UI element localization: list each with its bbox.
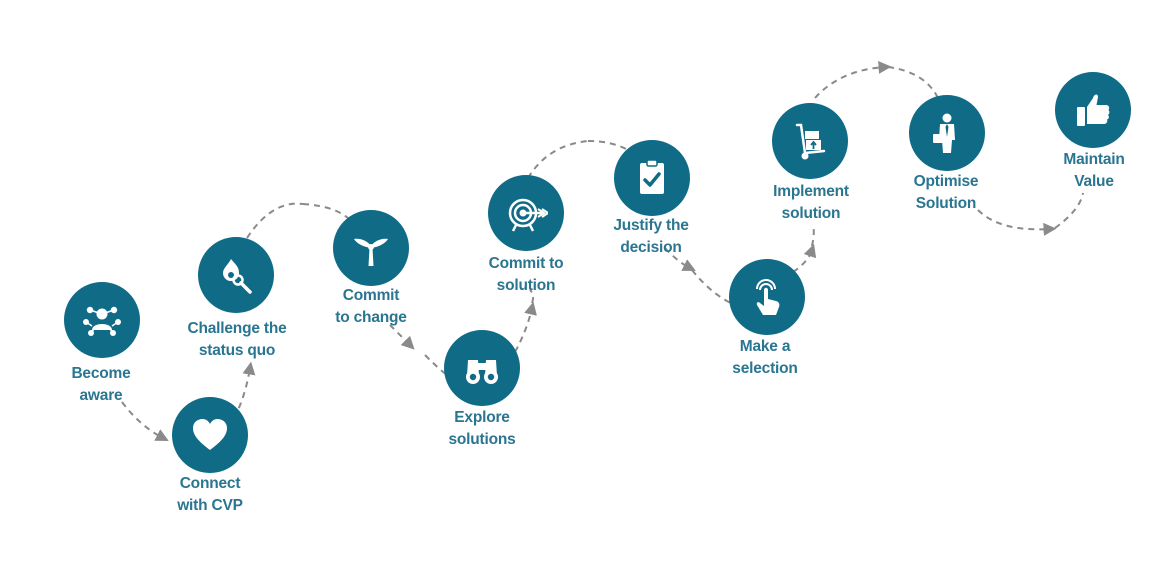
path-segment (811, 224, 815, 247)
path-segment (887, 66, 939, 99)
path-segment (389, 324, 415, 350)
path-segment (424, 354, 448, 376)
stage-label: Connect with CVP (177, 475, 243, 514)
people-network-icon (83, 306, 121, 336)
stage-label: Make a selection (732, 338, 798, 377)
path-segment (529, 289, 535, 304)
touch-hand-icon (756, 279, 780, 315)
stage-circle (909, 95, 985, 171)
propeller-icon (354, 238, 388, 266)
path-segment (977, 209, 1057, 236)
heart-icon (193, 419, 227, 450)
clipboard-check-icon (640, 159, 664, 194)
stage-circle (772, 103, 848, 179)
match-flame-icon (223, 259, 252, 294)
stage-label: Maintain Value (1063, 151, 1125, 190)
stage-label: Explore solutions (448, 409, 516, 448)
path-segment (246, 202, 304, 239)
path-segment (814, 60, 892, 99)
stage-label: Challenge the status quo (187, 320, 287, 359)
stage-circle (488, 175, 564, 251)
stage-circle (729, 259, 805, 335)
path-segment (527, 140, 589, 179)
stage-circle (444, 330, 520, 406)
stage-circle (333, 210, 409, 286)
path-segment (792, 243, 817, 273)
stage-circle (1055, 72, 1131, 148)
stage-label: Commit to solution (488, 255, 564, 294)
stage-label: Optimise Solution (913, 173, 979, 212)
stage-circle (198, 237, 274, 313)
path-segment (1054, 192, 1084, 229)
path-segment (691, 269, 736, 306)
path-segment (664, 247, 696, 271)
path-segment (121, 401, 169, 442)
thumbs-up-icon (1077, 94, 1110, 126)
stage-label: Become aware (71, 365, 131, 404)
hand-truck-icon (795, 123, 826, 160)
stage-label: Implement solution (773, 183, 849, 222)
path-segment (302, 203, 351, 221)
path-segment (587, 140, 629, 151)
businessman-icon (933, 113, 955, 153)
stage-label: Justify the decision (613, 217, 689, 256)
binoculars-icon (466, 360, 498, 384)
stage-label: Commit to change (335, 287, 407, 326)
stage-circle (172, 397, 248, 473)
target-arrow-icon (508, 198, 548, 232)
stage-circle (614, 140, 690, 216)
stage-circle (64, 282, 140, 358)
path-segment (514, 301, 537, 353)
